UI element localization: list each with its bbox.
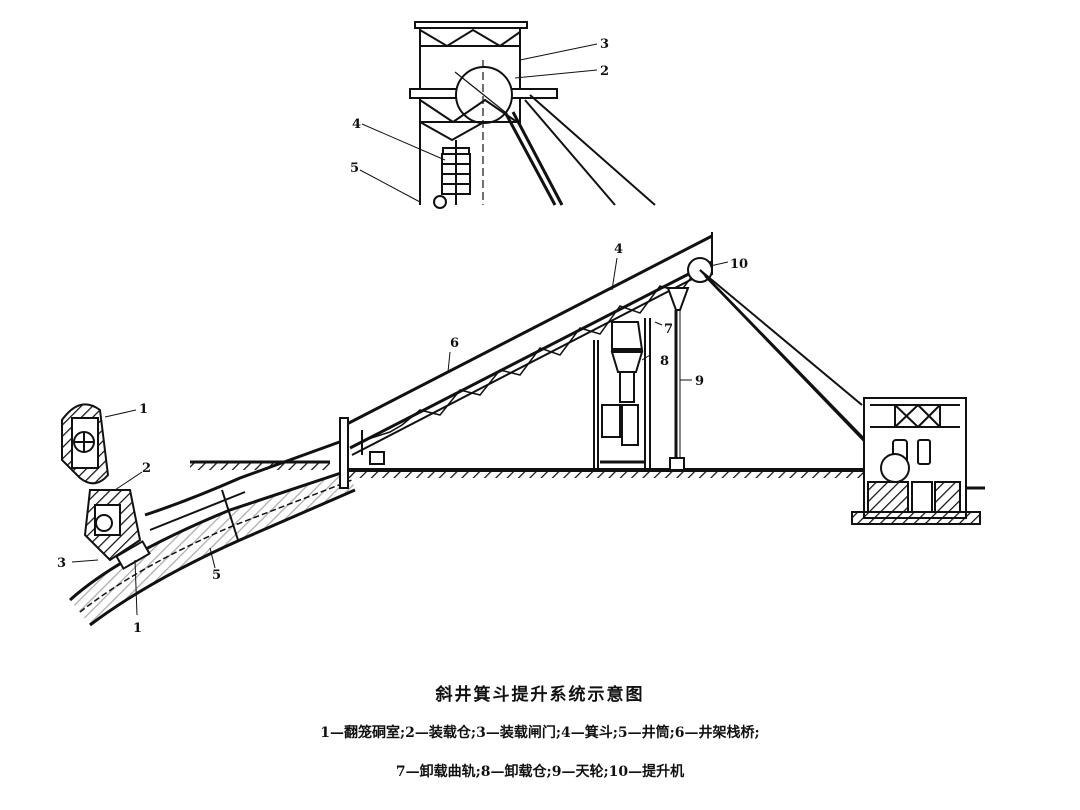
label-8: 8 <box>660 354 669 369</box>
label-10: 10 <box>730 257 748 272</box>
label-4: 4 <box>614 242 623 257</box>
label-1-bottom: 1 <box>133 621 142 636</box>
label-7: 7 <box>664 322 673 337</box>
label-3: 3 <box>57 556 66 571</box>
legend-line-1: 1—翻笼硐室;2—装载仓;3—装载闸门;4—箕斗;5—井筒;6—井架栈桥; <box>320 725 760 741</box>
legend-line-2: 7—卸载曲轨;8—卸载仓;9—天轮;10—提升机 <box>395 764 685 780</box>
headframe-inset <box>359 21 656 209</box>
label-9: 9 <box>695 374 704 389</box>
inset-label-2: 2 <box>600 64 609 79</box>
main-diagram <box>61 232 985 627</box>
figure-title: 斜井箕斗提升系统示意图 <box>435 685 645 705</box>
inset-label-3: 3 <box>600 37 609 52</box>
inset-label-5: 5 <box>350 161 359 176</box>
label-5: 5 <box>212 568 221 583</box>
label-1-top: 1 <box>139 402 148 417</box>
inset-label-4: 4 <box>352 117 361 132</box>
label-6: 6 <box>450 336 459 351</box>
inclined-shaft-skip-hoisting-diagram: 3 2 4 5 <box>57 21 985 636</box>
label-2: 2 <box>142 461 151 476</box>
